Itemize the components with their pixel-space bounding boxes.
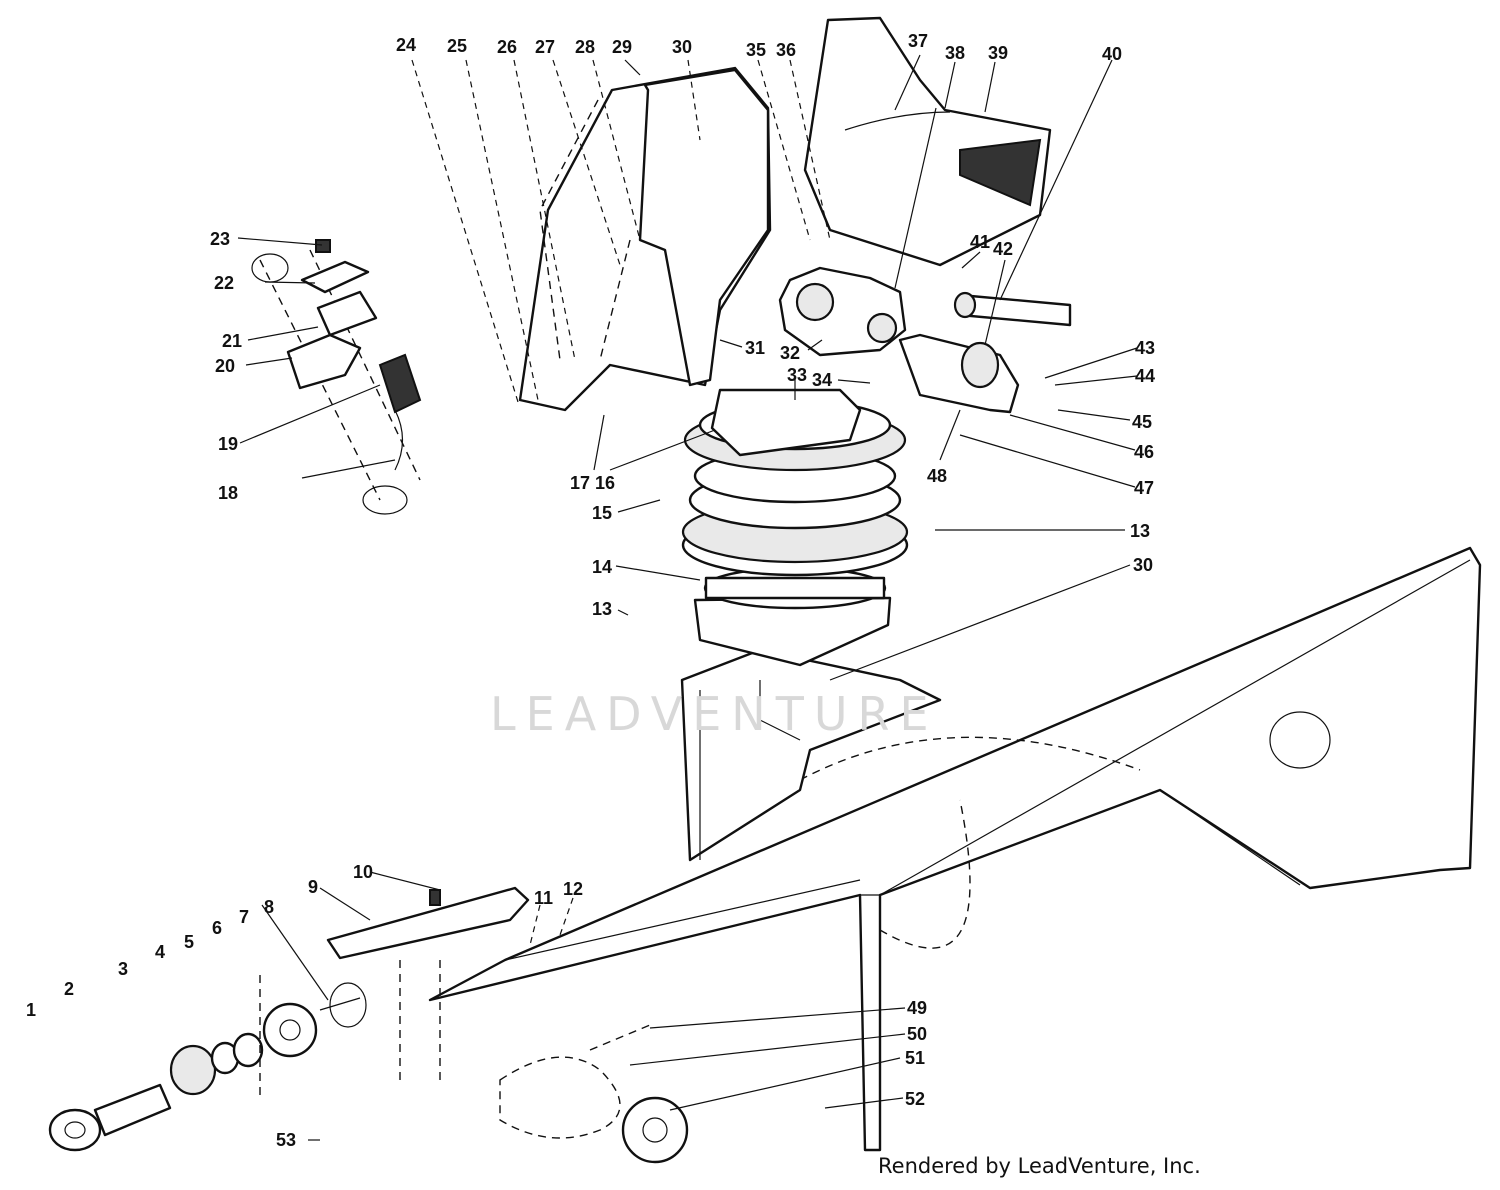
callout-label: 42 [993, 239, 1013, 259]
chain-and-sprocket [399, 960, 689, 1164]
callout-label: 31 [745, 338, 765, 358]
callout-label: 18 [218, 483, 238, 503]
callout-label: 15 [592, 503, 612, 523]
crank-bracket [898, 291, 1072, 414]
callout-label: 4 [155, 942, 165, 962]
render-credit: Rendered by LeadVenture, Inc. [878, 1154, 1201, 1178]
callout-label: 22 [214, 273, 234, 293]
callout-label: 37 [908, 31, 928, 51]
callout-label: 29 [612, 37, 632, 57]
callout-label: 47 [1134, 478, 1154, 498]
callout-label: 26 [497, 37, 517, 57]
callout-label: 53 [276, 1130, 296, 1150]
chute-deflector-plates [518, 66, 772, 412]
callout-labels: 1 2 3 4 5 6 7 8 9 10 11 12 13 13 14 15 1… [26, 31, 1155, 1150]
callout-label: 49 [907, 998, 927, 1018]
callout-label: 36 [776, 40, 796, 60]
callout-label: 21 [222, 331, 242, 351]
callout-label: 28 [575, 37, 595, 57]
callout-label: 27 [535, 37, 555, 57]
callout-label: 50 [907, 1024, 927, 1044]
callout-label: 30 [672, 37, 692, 57]
callout-label: 39 [988, 43, 1008, 63]
callout-label: 12 [563, 879, 583, 899]
callout-label: 44 [1135, 366, 1155, 386]
light-assembly [251, 239, 422, 515]
callout-label: 30 [1133, 555, 1153, 575]
callout-label: 7 [239, 907, 249, 927]
auger-housing [428, 546, 1482, 1152]
drive-cover-plate [326, 886, 530, 960]
drive-shaft-parts [48, 975, 367, 1152]
callout-label: 16 [595, 473, 615, 493]
chute-hood [803, 16, 1052, 267]
chute-ring-assembly [681, 388, 909, 667]
callout-label: 48 [927, 466, 947, 486]
callout-label: 41 [970, 232, 990, 252]
callout-label: 14 [592, 557, 612, 577]
callout-label: 13 [1130, 521, 1150, 541]
callout-label: 6 [212, 918, 222, 938]
callout-label: 32 [780, 343, 800, 363]
callout-label: 38 [945, 43, 965, 63]
callout-label: 3 [118, 959, 128, 979]
callout-label: 13 [592, 599, 612, 619]
callout-label: 51 [905, 1048, 925, 1068]
callout-label: 10 [353, 862, 373, 882]
callout-label: 8 [264, 897, 274, 917]
callout-label: 5 [184, 932, 194, 952]
callout-label: 33 [787, 365, 807, 385]
callout-label: 17 [570, 473, 590, 493]
callout-label: 9 [308, 877, 318, 897]
leader-lines [237, 54, 1138, 1141]
callout-label: 43 [1135, 338, 1155, 358]
callout-label: 24 [396, 35, 416, 55]
callout-label: 2 [64, 979, 74, 999]
callout-label: 52 [905, 1089, 925, 1109]
watermark-text: LEADVENTURE [490, 687, 939, 741]
callout-label: 35 [746, 40, 766, 60]
callout-label: 23 [210, 229, 230, 249]
chute-rotation-motor [778, 266, 907, 357]
callout-label: 20 [215, 356, 235, 376]
callout-label: 34 [812, 370, 832, 390]
callout-label: 11 [534, 888, 553, 908]
callout-label: 25 [447, 36, 467, 56]
callout-label: 19 [218, 434, 238, 454]
callout-label: 40 [1102, 44, 1122, 64]
callout-label: 45 [1132, 412, 1152, 432]
callout-label: 46 [1134, 442, 1154, 462]
callout-label: 1 [26, 1000, 36, 1020]
